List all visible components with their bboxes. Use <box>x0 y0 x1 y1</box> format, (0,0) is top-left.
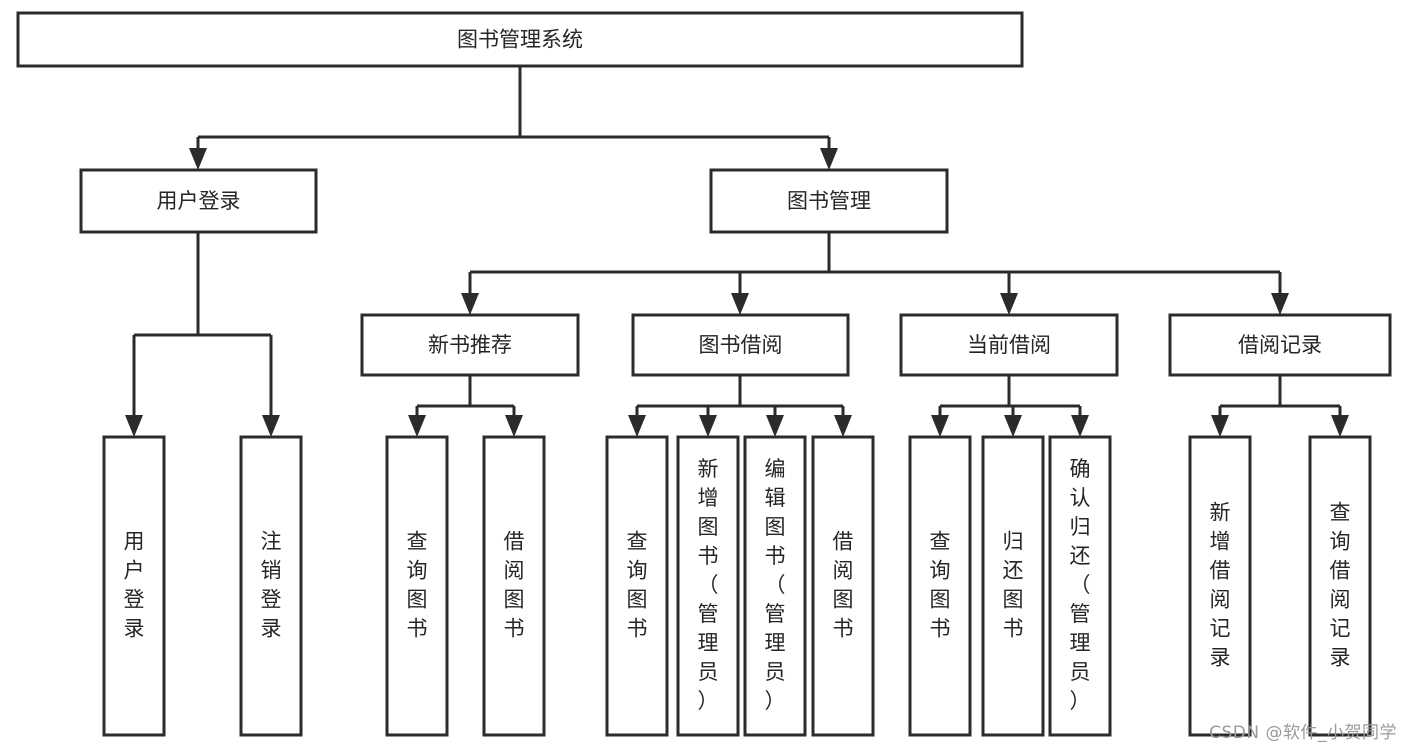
node-user-login[interactable]: 用户登录 <box>79 168 318 234</box>
node-leaf-user-logout[interactable]: 注销登录 <box>239 435 303 737</box>
arrow-head-icon <box>1000 293 1018 315</box>
node-label-leaf-user-logout: 注销登录 <box>261 530 282 641</box>
node-leaf-query-book-1[interactable]: 查询图书 <box>385 435 449 737</box>
node-leaf-add-record[interactable]: 新增借阅记录 <box>1188 435 1252 737</box>
arrow-head-icon <box>1071 415 1089 437</box>
node-box-leaf-confirm-return <box>1048 435 1112 737</box>
node-leaf-query-book-3[interactable]: 查询图书 <box>908 435 972 737</box>
node-leaf-add-book[interactable]: 新增图书（管理员） <box>676 435 740 737</box>
node-leaf-return-book[interactable]: 归还图书 <box>981 435 1045 737</box>
node-box-root <box>16 11 1024 68</box>
node-new-book-rec[interactable]: 新书推荐 <box>360 313 580 377</box>
node-box-current-borrow <box>899 313 1119 377</box>
node-box-user-login <box>79 168 318 234</box>
node-label-leaf-add-book: 新增图书（管理员） <box>698 457 719 713</box>
node-box-leaf-query-record <box>1308 435 1372 737</box>
node-label-book-manage: 图书管理 <box>787 189 871 213</box>
arrow-head-icon <box>628 415 646 437</box>
node-leaf-confirm-return[interactable]: 确认归还（管理员） <box>1048 435 1112 737</box>
node-box-leaf-borrow-book-2 <box>811 435 875 737</box>
node-leaf-edit-book[interactable]: 编辑图书（管理员） <box>743 435 807 737</box>
node-label-leaf-query-book-1: 查询图书 <box>407 530 428 641</box>
node-leaf-borrow-book-1[interactable]: 借阅图书 <box>482 435 546 737</box>
arrow-head-icon <box>731 293 749 315</box>
node-leaf-user-login[interactable]: 用户登录 <box>102 435 166 737</box>
node-label-leaf-query-record: 查询借阅记录 <box>1330 501 1351 670</box>
arrow-head-icon <box>766 415 784 437</box>
node-box-leaf-add-book <box>676 435 740 737</box>
node-box-leaf-return-book <box>981 435 1045 737</box>
arrow-head-icon <box>820 148 838 170</box>
node-label-leaf-return-book: 归还图书 <box>1003 530 1024 641</box>
node-label-leaf-add-record: 新增借阅记录 <box>1210 501 1231 670</box>
node-label-leaf-borrow-book-2: 借阅图书 <box>833 530 854 641</box>
arrow-head-icon <box>834 415 852 437</box>
arrow-head-icon <box>408 415 426 437</box>
node-label-leaf-edit-book: 编辑图书（管理员） <box>765 457 786 713</box>
node-box-new-book-rec <box>360 313 580 377</box>
arrow-head-icon <box>189 148 207 170</box>
node-box-leaf-query-book-1 <box>385 435 449 737</box>
node-label-root: 图书管理系统 <box>457 28 583 52</box>
node-box-leaf-query-book-2 <box>605 435 669 737</box>
node-book-borrow[interactable]: 图书借阅 <box>631 313 850 377</box>
node-borrow-record[interactable]: 借阅记录 <box>1168 313 1392 377</box>
node-leaf-query-book-2[interactable]: 查询图书 <box>605 435 669 737</box>
node-label-leaf-query-book-2: 查询图书 <box>627 530 648 641</box>
node-book-manage[interactable]: 图书管理 <box>709 168 949 234</box>
arrow-head-icon <box>505 415 523 437</box>
node-label-leaf-query-book-3: 查询图书 <box>930 530 951 641</box>
node-leaf-borrow-book-2[interactable]: 借阅图书 <box>811 435 875 737</box>
arrow-head-icon <box>1211 415 1229 437</box>
node-box-book-borrow <box>631 313 850 377</box>
connector-layer <box>125 66 1349 437</box>
node-label-borrow-record: 借阅记录 <box>1238 333 1322 357</box>
node-box-leaf-user-login <box>102 435 166 737</box>
node-label-user-login: 用户登录 <box>157 189 241 213</box>
arrow-head-icon <box>1004 415 1022 437</box>
node-box-leaf-add-record <box>1188 435 1252 737</box>
node-current-borrow[interactable]: 当前借阅 <box>899 313 1119 377</box>
node-label-current-borrow: 当前借阅 <box>967 333 1051 357</box>
arrow-head-icon <box>125 415 143 437</box>
node-label-leaf-borrow-book-1: 借阅图书 <box>504 530 525 641</box>
arrow-head-icon <box>1271 293 1289 315</box>
node-leaf-query-record[interactable]: 查询借阅记录 <box>1308 435 1372 737</box>
node-label-book-borrow: 图书借阅 <box>699 333 783 357</box>
node-layer: 图书管理系统用户登录图书管理新书推荐图书借阅当前借阅借阅记录用户登录注销登录查询… <box>16 11 1392 737</box>
node-box-leaf-borrow-book-1 <box>482 435 546 737</box>
arrow-head-icon <box>931 415 949 437</box>
watermark-label: CSDN @软件_小贺同学 <box>1209 723 1397 743</box>
node-box-book-manage <box>709 168 949 234</box>
node-root[interactable]: 图书管理系统 <box>16 11 1024 68</box>
arrow-head-icon <box>699 415 717 437</box>
node-label-new-book-rec: 新书推荐 <box>428 333 512 357</box>
node-box-leaf-user-logout <box>239 435 303 737</box>
arrow-head-icon <box>1331 415 1349 437</box>
node-label-leaf-user-login: 用户登录 <box>124 530 145 641</box>
arrow-head-icon <box>262 415 280 437</box>
arrow-head-icon <box>461 293 479 315</box>
node-label-leaf-confirm-return: 确认归还（管理员） <box>1070 457 1091 713</box>
node-box-leaf-edit-book <box>743 435 807 737</box>
node-box-leaf-query-book-3 <box>908 435 972 737</box>
node-box-borrow-record <box>1168 313 1392 377</box>
